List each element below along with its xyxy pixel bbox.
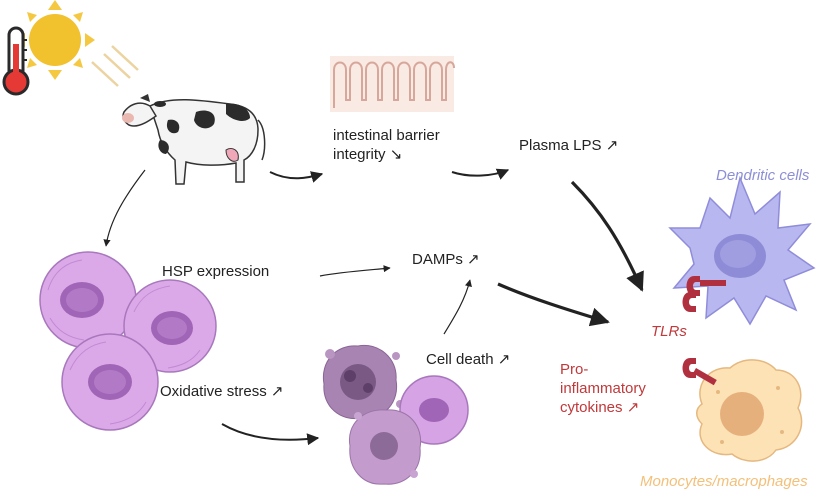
- arrow-hsp-to-damps: [319, 265, 391, 277]
- dendritic-cell-icon: [668, 175, 816, 326]
- arrow-intestine-to-lps: [451, 168, 510, 180]
- tlrs-label: TLRs: [651, 323, 687, 340]
- arrow-cow-to-cells: [103, 169, 146, 247]
- arrow-oxidative-to-deadcells: [221, 423, 320, 446]
- thermometer-icon: [2, 26, 30, 96]
- necrotic-cell: [348, 409, 422, 485]
- cell-death-label: Cell death ↗: [426, 351, 511, 368]
- tlr-receptor-icon: [682, 358, 717, 386]
- hsp-expression-label: HSP expression: [162, 263, 270, 280]
- plasma-lps-label: Plasma LPS ↗: [519, 137, 619, 154]
- cow-icon: [122, 94, 266, 185]
- cell: [39, 251, 137, 349]
- arrow-damps-to-tlr: [497, 282, 610, 327]
- arrow-lps-to-tlr: [570, 180, 644, 292]
- cell: [123, 279, 217, 373]
- sun-rays-icon: [91, 45, 139, 87]
- arrow-cow-to-intestine: [269, 171, 324, 183]
- intestinal-barrier-label: intestinal barrier integrity ↘: [333, 127, 440, 163]
- damps-label: DAMPs ↗: [412, 251, 480, 268]
- dying-cells: [322, 344, 469, 485]
- cell: [61, 333, 159, 431]
- pro-inflammatory-cytokines-label: Pro-inflammatory cytokines ↗: [560, 361, 646, 416]
- oxidative-stress-label: Oxidative stress ↗: [160, 383, 284, 400]
- intestinal-villi-icon: [330, 56, 455, 112]
- arrows: [103, 168, 644, 446]
- tlr-receptor-icon: [682, 276, 726, 312]
- arrow-celldeath-to-damps: [443, 279, 472, 335]
- healthy-cells: [39, 251, 217, 431]
- dendritic-cells-label: Dendritic cells: [716, 167, 810, 184]
- apoptotic-cell: [322, 344, 404, 420]
- monocyte-icon: [696, 359, 803, 462]
- monocytes-macrophages-label: Monocytes/macrophages: [640, 473, 808, 490]
